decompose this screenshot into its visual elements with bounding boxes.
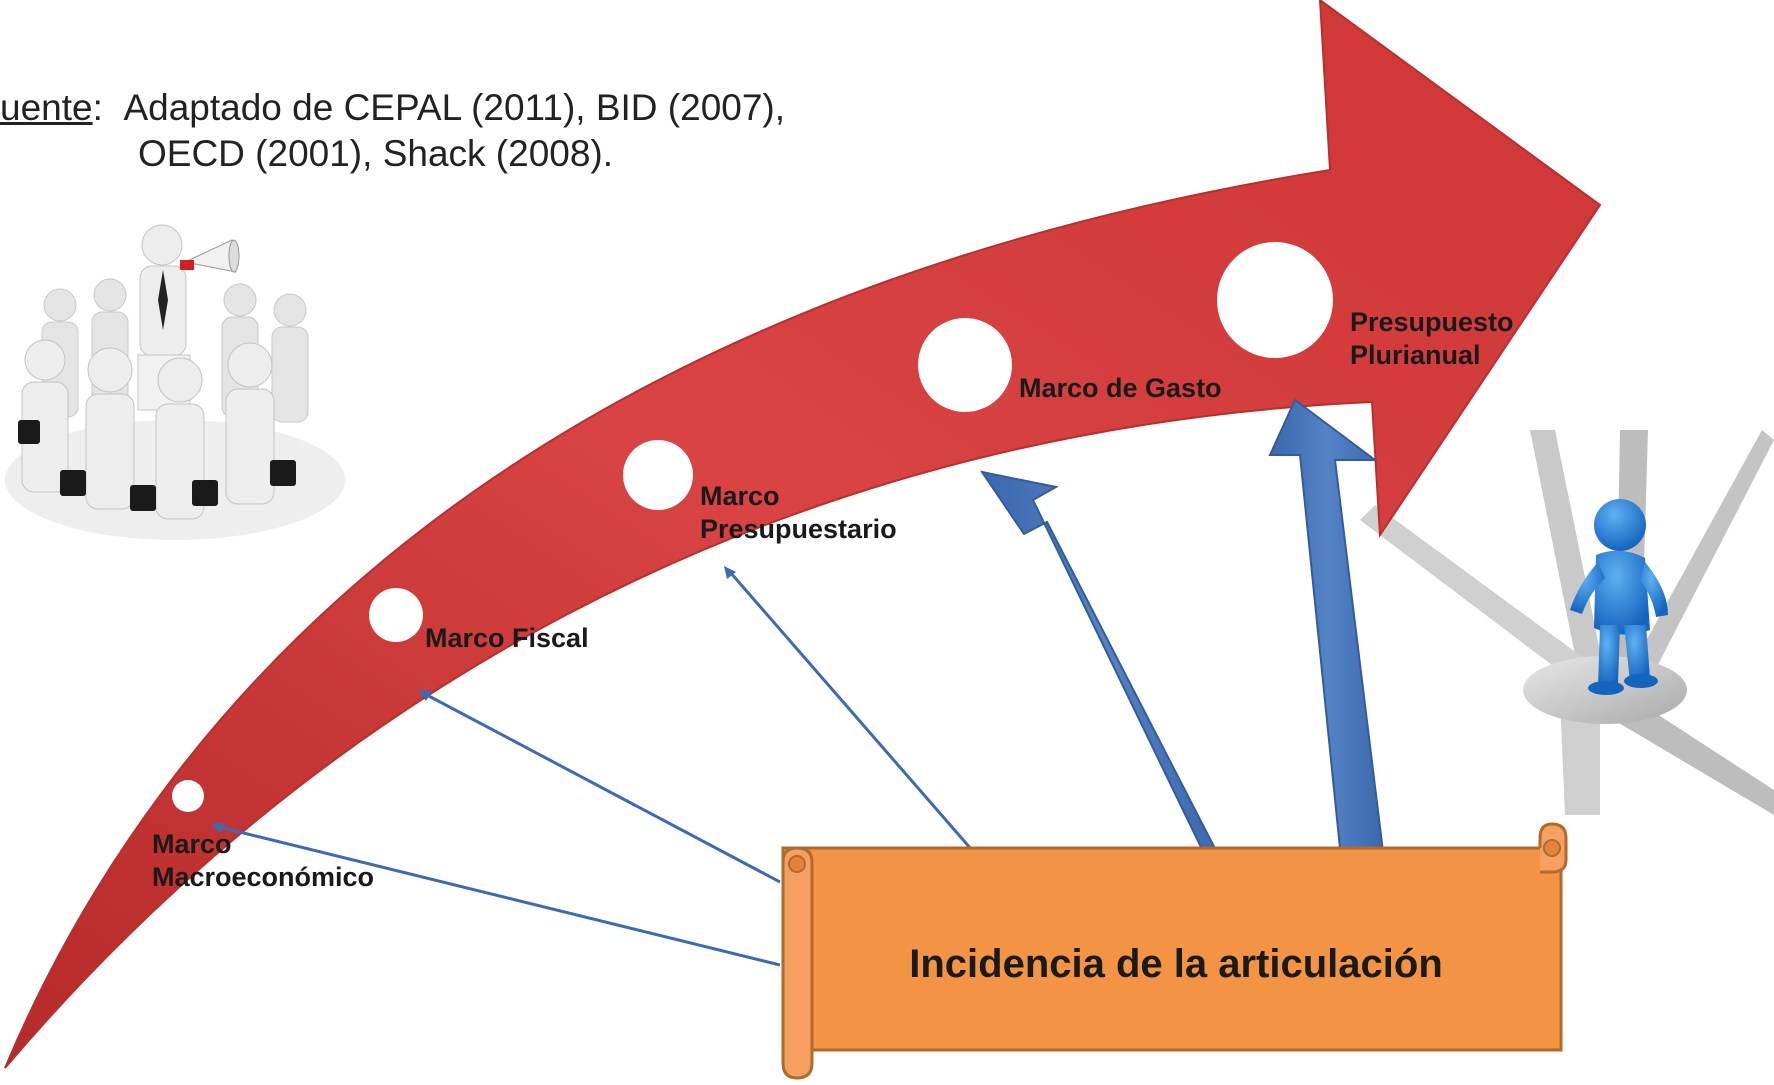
banner-left-roll xyxy=(781,846,814,1080)
connector-arrow xyxy=(424,692,781,884)
stage-label-presupuestario: Marco Presupuestario xyxy=(700,480,897,546)
tie xyxy=(158,270,168,330)
road-segment xyxy=(1360,505,1600,690)
arrowhead xyxy=(210,822,224,833)
stage-label-macroeconomico: Marco Macroeconómico xyxy=(152,828,374,894)
source-label: uente xyxy=(0,87,93,128)
arrowhead xyxy=(418,690,432,701)
stage-label-line: Plurianual xyxy=(1350,340,1481,370)
thin-connector-arrows xyxy=(210,566,987,967)
figure-arm xyxy=(1640,562,1668,617)
figure-arm xyxy=(1570,562,1605,614)
source-text-2: OECD (2001), Shack (2008). xyxy=(138,133,614,174)
stage-label-gasto: Marco de Gasto xyxy=(1019,372,1222,405)
business-people-group-icon xyxy=(5,224,345,540)
figure-body xyxy=(1594,550,1650,635)
banner-roll-curl xyxy=(1543,839,1561,857)
megaphone-icon xyxy=(180,239,240,273)
source-text-1: Adaptado de CEPAL (2011), BID (2007), xyxy=(123,87,786,128)
banner-roll-curl xyxy=(788,855,806,873)
milestone-circle xyxy=(172,780,204,812)
stage-label-line: Presupuestario xyxy=(700,514,897,544)
figure-leg xyxy=(1598,625,1620,688)
stage-label-fiscal: Marco Fiscal xyxy=(425,622,589,655)
road-segment xyxy=(1530,430,1610,705)
thick-blue-arrow xyxy=(1268,398,1387,869)
source-colon: : xyxy=(92,87,103,128)
big-red-arrow xyxy=(4,0,1602,1069)
stage-label-line: Marco xyxy=(700,481,780,511)
banner-scroll xyxy=(781,822,1568,1080)
figure-foot xyxy=(1624,674,1658,688)
milestone-circle xyxy=(1217,242,1333,358)
road-segment xyxy=(1630,430,1774,680)
banner-body xyxy=(781,846,1563,1052)
source-line-1: uente: Adaptado de CEPAL (2011), BID (20… xyxy=(0,85,785,131)
person-at-crossroads-icon xyxy=(1360,430,1774,815)
arrowhead xyxy=(724,566,736,579)
thick-blue-arrow xyxy=(979,470,1227,872)
road-segment xyxy=(1560,700,1600,815)
figure-foot xyxy=(1588,681,1624,695)
connector-arrow xyxy=(728,571,987,866)
banner-title: Incidencia de la articulación xyxy=(909,942,1443,986)
stage-label-line: Presupuesto xyxy=(1350,307,1514,337)
milestone-circles xyxy=(172,242,1333,812)
stage-label-line: Marco de Gasto xyxy=(1019,373,1222,403)
source-citation: uente: Adaptado de CEPAL (2011), BID (20… xyxy=(0,85,785,177)
milestone-circle xyxy=(623,440,693,510)
milestone-circle xyxy=(918,318,1012,412)
connector-arrow xyxy=(214,824,781,967)
milestone-circle xyxy=(369,588,423,642)
figure-leg xyxy=(1624,625,1650,682)
stage-label-line: Marco Fiscal xyxy=(425,623,589,653)
stage-label-line: Marco xyxy=(152,829,232,859)
source-line-2: OECD (2001), Shack (2008). xyxy=(0,131,785,177)
stage-label-plurianual: Presupuesto Plurianual xyxy=(1350,306,1514,372)
figure-head xyxy=(1594,499,1646,551)
stage-label-line: Macroeconómico xyxy=(152,862,375,892)
